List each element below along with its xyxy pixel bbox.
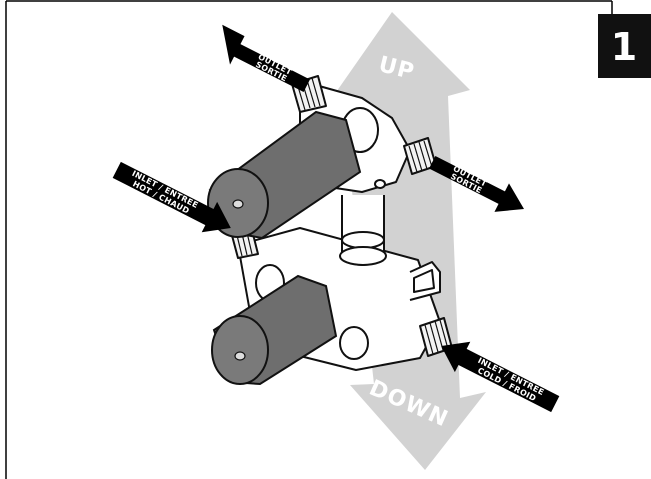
upper-handle-icon bbox=[207, 110, 362, 240]
step-number: 1 bbox=[611, 25, 637, 69]
outlet-top-arrow-icon: OUTLET SORTIE bbox=[222, 24, 310, 93]
step-number-badge: 1 bbox=[598, 14, 651, 78]
lower-handle-icon bbox=[211, 274, 338, 386]
